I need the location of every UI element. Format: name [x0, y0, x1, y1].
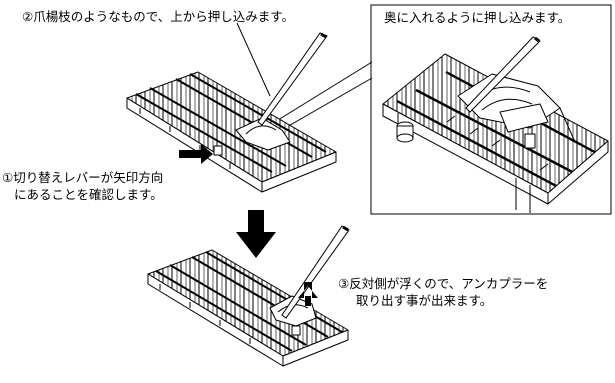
toothpick-top	[257, 32, 328, 126]
caption-step3-line1: ③反対側が浮くので、アンカプラーを	[338, 276, 549, 291]
caption-step2: ②爪楊枝のようなもので、上から押し込みます。	[22, 9, 294, 24]
caption-step1-line1: ①切り替えレバーが矢印方向	[2, 170, 164, 185]
caption-step3-line2: 取り出す事が出来ます。	[356, 293, 493, 308]
callout-leaders	[236, 22, 373, 129]
track-piece-bottom	[147, 249, 349, 367]
toothpick-inset	[465, 36, 541, 113]
arrow-down-icon	[236, 210, 276, 258]
arrow-right-icon	[179, 144, 213, 164]
caption-inset: 奥に入れるように押し込みます。	[384, 10, 571, 25]
caption-step1-line2: にあることを確認します。	[14, 187, 163, 202]
inset-closeup	[382, 53, 609, 213]
toothpick-bottom	[281, 225, 350, 319]
arrow-up-icon	[298, 282, 318, 306]
